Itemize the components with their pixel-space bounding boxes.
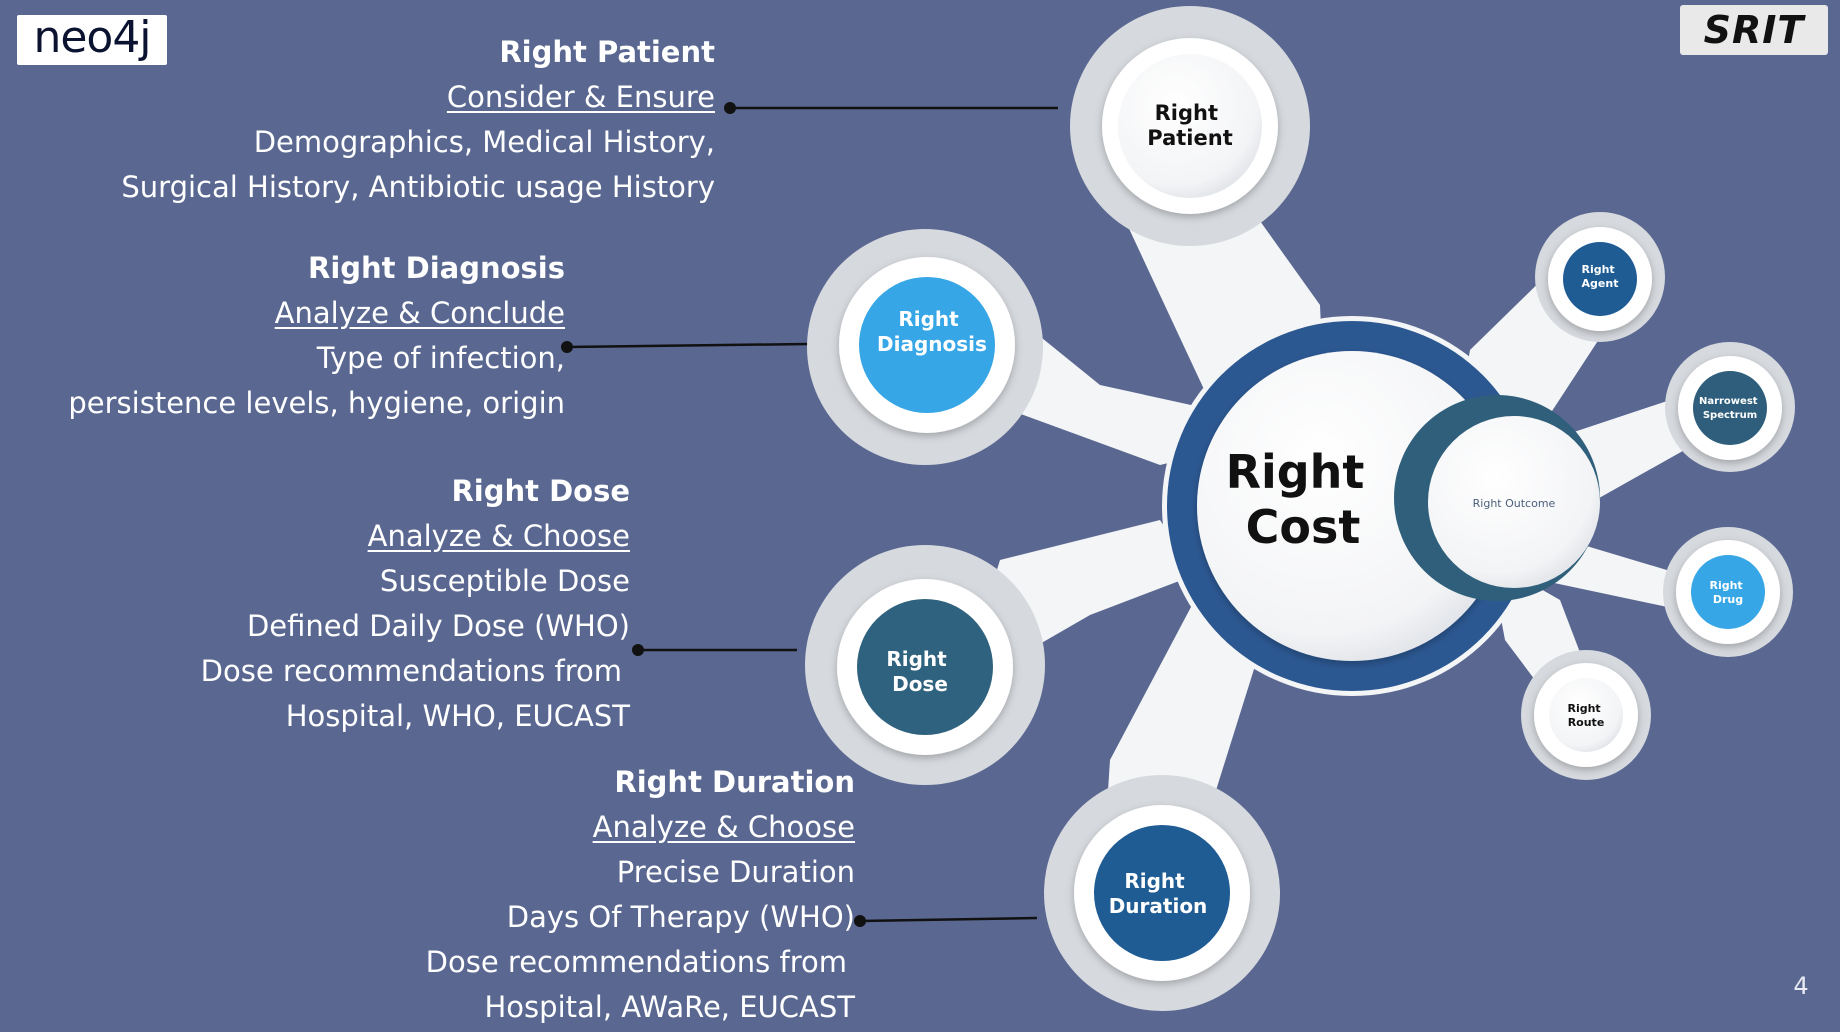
duration-node — [1094, 825, 1230, 961]
duration-line: Days Of Therapy (WHO) — [506, 900, 855, 934]
connector-diagnosis — [566, 342, 809, 349]
duration-label: Right Duration — [1109, 869, 1208, 918]
diagnosis-heading: Right Diagnosis — [307, 251, 565, 285]
dot-duration — [854, 915, 866, 927]
patient-block: Right Patient Consider & Ensure Demograp… — [121, 30, 715, 210]
dose-line: Hospital, WHO, EUCAST — [285, 699, 630, 733]
diagnosis-line: persistence levels, hygiene, origin — [68, 386, 565, 420]
diagnosis-action: Analyze & Conclude — [274, 296, 565, 330]
drug-node — [1691, 555, 1765, 629]
center-label: Right Cost — [1226, 445, 1381, 554]
duration-line: Precise Duration — [616, 855, 855, 889]
route-node — [1549, 678, 1623, 752]
connector-lines — [566, 106, 1058, 923]
dose-node — [857, 599, 993, 735]
agent-node — [1563, 242, 1637, 316]
route-label: Right Route — [1567, 702, 1604, 729]
spectrum-label: Narrowest Spectrum — [1699, 396, 1761, 421]
duration-block: Right Duration Analyze & Choose Precise … — [426, 760, 855, 1030]
page-number: 4 — [1793, 972, 1809, 1000]
outcome-circle — [1428, 416, 1600, 588]
dose-block: Right Dose Analyze & Choose Susceptible … — [201, 469, 630, 739]
patient-label: Right Patient — [1147, 101, 1232, 150]
duration-action: Analyze & Choose — [592, 810, 855, 844]
dose-label: Right Dose — [886, 647, 953, 696]
outcome-label: Right Outcome — [1473, 497, 1556, 510]
dot-dose — [632, 644, 644, 656]
duration-line: Hospital, AWaRe, EUCAST — [484, 990, 856, 1024]
connector-duration — [859, 916, 1038, 923]
neo4j-logo: neo4j — [17, 15, 167, 65]
dot-diagnosis — [561, 341, 573, 353]
dose-heading: Right Dose — [451, 474, 630, 508]
patient-line: Demographics, Medical History, — [253, 125, 715, 159]
dose-line: Defined Daily Dose (WHO) — [246, 609, 630, 643]
patient-action: Consider & Ensure — [446, 80, 715, 114]
srit-logo: SRIT — [1680, 5, 1828, 55]
dot-patient — [724, 102, 736, 114]
spectrum-node — [1693, 371, 1767, 445]
patient-node — [1118, 54, 1262, 198]
patient-heading: Right Patient — [499, 35, 715, 69]
drug-label: Right Drug — [1709, 579, 1746, 606]
patient-line: Surgical History, Antibiotic usage Histo… — [121, 170, 715, 204]
dose-line: Dose recommendations from — [200, 654, 622, 688]
agent-label: Right Agent — [1581, 263, 1618, 290]
diagnosis-node — [859, 277, 995, 413]
duration-line: Dose recommendations from — [425, 945, 847, 979]
diagnosis-label: Right Diagnosis — [877, 307, 987, 356]
duration-heading: Right Duration — [614, 765, 855, 799]
diagnosis-line: Type of infection, — [316, 341, 565, 375]
dose-line: Susceptible Dose — [379, 564, 630, 598]
dose-action: Analyze & Choose — [367, 519, 630, 553]
diagnosis-block: Right Diagnosis Analyze & Conclude Type … — [68, 246, 565, 426]
